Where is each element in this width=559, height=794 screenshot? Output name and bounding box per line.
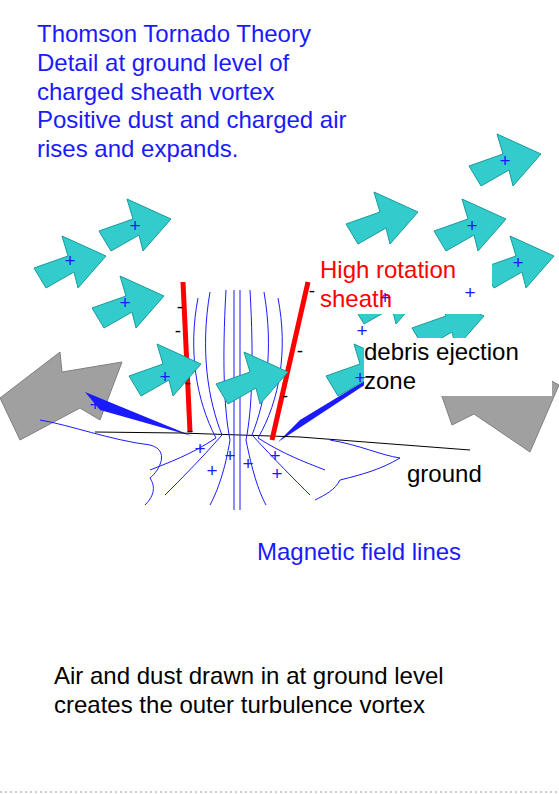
sheath-wall (272, 282, 308, 440)
plus-charge: + (242, 454, 253, 473)
title: Thomson Tornado Theory Detail at ground … (37, 20, 359, 164)
page-edge (0, 792, 559, 793)
plus-charge: + (89, 395, 100, 414)
plus-charge: + (269, 446, 280, 465)
rising-air-arrows (34, 134, 554, 404)
ejection-wedge (85, 392, 192, 436)
minus-charge: - (297, 341, 303, 360)
plus-charge: + (129, 216, 140, 235)
plus-charge: + (194, 439, 205, 458)
minus-charge: - (309, 281, 315, 300)
ground-contour (40, 420, 400, 505)
plus-charge: + (512, 253, 523, 272)
plus-charge: + (379, 288, 390, 307)
minus-charge: - (187, 421, 193, 440)
plus-charge: + (499, 151, 510, 170)
plus-charge: + (356, 321, 367, 340)
plus-charge: + (206, 461, 217, 480)
plus-charge: + (224, 446, 235, 465)
caption: Air and dust drawn in at ground level cr… (54, 662, 524, 720)
plus-charge: + (119, 293, 130, 312)
minus-charge: - (185, 373, 191, 392)
field-label: Magnetic field lines (257, 538, 537, 567)
plus-charge: + (159, 367, 170, 386)
plus-charge: + (464, 283, 475, 302)
plus-charge: + (354, 368, 365, 387)
minus-charge: - (177, 297, 183, 316)
ground-line (95, 432, 470, 450)
ground-label: ground (407, 460, 517, 489)
minus-charge: - (282, 386, 288, 405)
minus-charge: - (175, 321, 181, 340)
plus-charge: + (64, 251, 75, 270)
zone-label: debris ejection zone (364, 338, 552, 396)
plus-charge: + (466, 216, 477, 235)
plus-charge: + (271, 464, 282, 483)
inflow-arrow (0, 352, 122, 440)
